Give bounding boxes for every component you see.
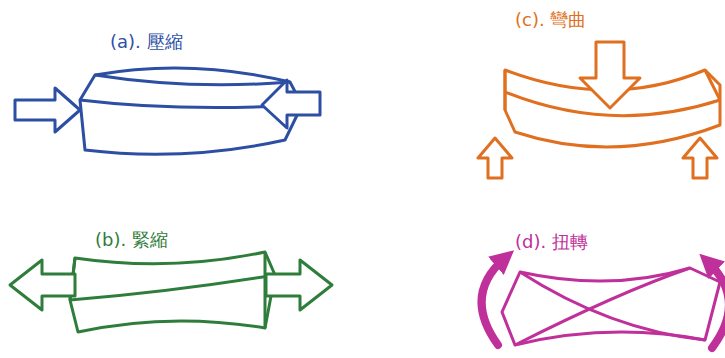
torsion-bar xyxy=(502,268,720,345)
figure-label: (d). 扭轉 xyxy=(515,230,588,254)
twist-arrow xyxy=(482,258,505,345)
figure-label: (c). 彎曲 xyxy=(515,8,586,32)
force-arrow xyxy=(262,80,320,128)
twist-arrow xyxy=(708,262,725,348)
force-arrow xyxy=(15,88,80,132)
load-arrow xyxy=(580,42,640,108)
support-arrow xyxy=(478,138,512,178)
force-arrow xyxy=(266,260,332,310)
support-arrow xyxy=(683,138,717,178)
tension-block xyxy=(70,252,275,332)
figure-label: (b). 緊縮 xyxy=(95,228,168,252)
force-arrow xyxy=(10,260,75,310)
figure-label: (a). 壓縮 xyxy=(110,30,183,54)
